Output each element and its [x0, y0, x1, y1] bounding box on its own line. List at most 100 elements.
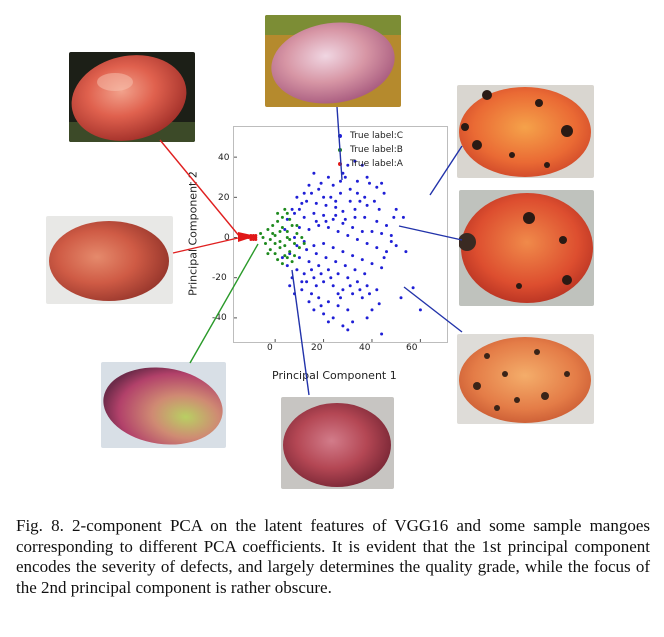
data-point-class-c	[370, 230, 374, 233]
data-point-class-c	[331, 183, 335, 187]
data-point-class-b	[288, 250, 292, 254]
data-point-class-c	[341, 209, 345, 213]
data-point-class-c	[331, 316, 335, 320]
mango-photo-spotted-top-right	[457, 85, 594, 178]
data-point-class-c	[329, 195, 333, 199]
data-point-class-c	[331, 217, 335, 221]
data-point-class-c	[307, 228, 311, 231]
data-point-class-c	[280, 256, 284, 260]
data-point-class-c	[302, 191, 306, 195]
data-point-class-b	[278, 230, 282, 233]
data-point-class-c	[322, 195, 326, 199]
data-point-class-b	[280, 226, 284, 229]
legend-label-a: True label:A	[350, 159, 403, 169]
data-point-class-c	[343, 217, 347, 221]
data-point-class-b	[300, 236, 304, 239]
data-point-class-c	[334, 260, 338, 264]
data-point-class-b	[283, 244, 287, 248]
data-point-class-b	[290, 260, 294, 264]
data-point-class-c	[358, 199, 362, 203]
data-point-class-c	[326, 175, 330, 179]
data-point-class-b	[273, 234, 277, 237]
y-tick-label: -20	[212, 273, 227, 283]
mango-image	[457, 85, 594, 178]
data-point-class-c	[285, 264, 289, 268]
data-point-class-b	[264, 242, 267, 245]
data-point-class-c	[348, 187, 352, 191]
data-point-class-b	[268, 248, 272, 252]
data-point-class-c	[302, 272, 306, 276]
data-point-class-c	[317, 264, 321, 268]
mango-photo-green-bottom-left	[101, 362, 226, 448]
data-point-class-b	[273, 252, 277, 256]
data-point-class-c	[300, 288, 304, 292]
data-point-class-c	[389, 240, 393, 243]
data-point-class-c	[295, 244, 299, 248]
data-point-class-b	[290, 224, 294, 227]
data-point-class-c	[358, 288, 362, 292]
legend-label-c: True label:C	[350, 131, 404, 141]
data-point-class-c	[339, 179, 342, 183]
data-point-class-c	[305, 280, 309, 284]
data-point-class-c	[380, 332, 384, 336]
data-point-class-c	[363, 272, 367, 276]
data-point-class-b	[271, 232, 275, 235]
data-point-class-c	[326, 320, 330, 324]
data-point-class-c	[331, 246, 335, 250]
data-point-class-c	[343, 175, 347, 179]
data-point-class-c	[314, 284, 318, 288]
data-point-class-b	[278, 240, 282, 243]
data-point-class-c	[322, 280, 326, 284]
data-point-class-c	[324, 219, 328, 223]
data-point-class-c	[288, 284, 292, 288]
data-point-class-c	[305, 199, 309, 203]
data-point-class-c	[365, 242, 369, 245]
data-point-class-c	[351, 320, 355, 324]
data-point-class-c	[334, 213, 338, 217]
data-point-class-c	[312, 244, 316, 248]
data-point-class-b	[266, 252, 270, 256]
data-point-class-c	[319, 272, 323, 276]
data-point-class-b	[288, 217, 292, 221]
y-tick-label: 40	[218, 153, 230, 163]
legend-marker-a	[338, 161, 342, 166]
data-point-class-c	[401, 215, 405, 219]
data-point-class-c	[312, 171, 316, 175]
data-point-class-c	[290, 207, 294, 211]
data-point-class-c	[355, 238, 359, 241]
data-point-class-c	[317, 187, 321, 191]
data-point-class-b	[285, 230, 289, 233]
data-point-class-c	[353, 207, 357, 211]
data-point-class-c	[348, 199, 352, 203]
data-point-class-b	[268, 238, 272, 241]
data-point-class-b	[293, 242, 296, 245]
data-point-class-b	[273, 242, 277, 245]
data-point-class-c	[285, 217, 289, 221]
data-point-class-c	[307, 183, 311, 187]
legend-item-b: True label:B	[338, 145, 403, 155]
data-point-class-c	[312, 308, 316, 312]
data-point-class-c	[370, 308, 374, 312]
data-point-class-c	[375, 246, 379, 250]
legend-marker-b	[338, 147, 342, 152]
data-point-class-c	[341, 171, 345, 175]
data-point-class-b	[302, 242, 306, 245]
data-point-class-c	[394, 244, 398, 248]
data-point-class-c	[418, 308, 422, 312]
data-point-class-b	[280, 215, 284, 219]
data-point-class-c	[411, 286, 415, 290]
data-point-class-c	[355, 179, 359, 183]
data-point-class-c	[380, 266, 384, 270]
x-tick-label: 20	[311, 343, 323, 353]
mango-photo-top-center	[265, 15, 401, 107]
data-point-class-c	[385, 250, 388, 254]
data-point-class-c	[314, 252, 318, 256]
data-point-class-c	[377, 207, 381, 211]
x-axis-title: Principal Component 1	[272, 369, 397, 382]
data-point-class-c	[380, 232, 384, 235]
data-point-class-c	[346, 276, 350, 280]
data-point-class-c	[300, 201, 304, 205]
data-point-class-c	[326, 268, 330, 272]
data-point-class-c	[339, 191, 342, 195]
data-point-class-c	[312, 211, 316, 215]
